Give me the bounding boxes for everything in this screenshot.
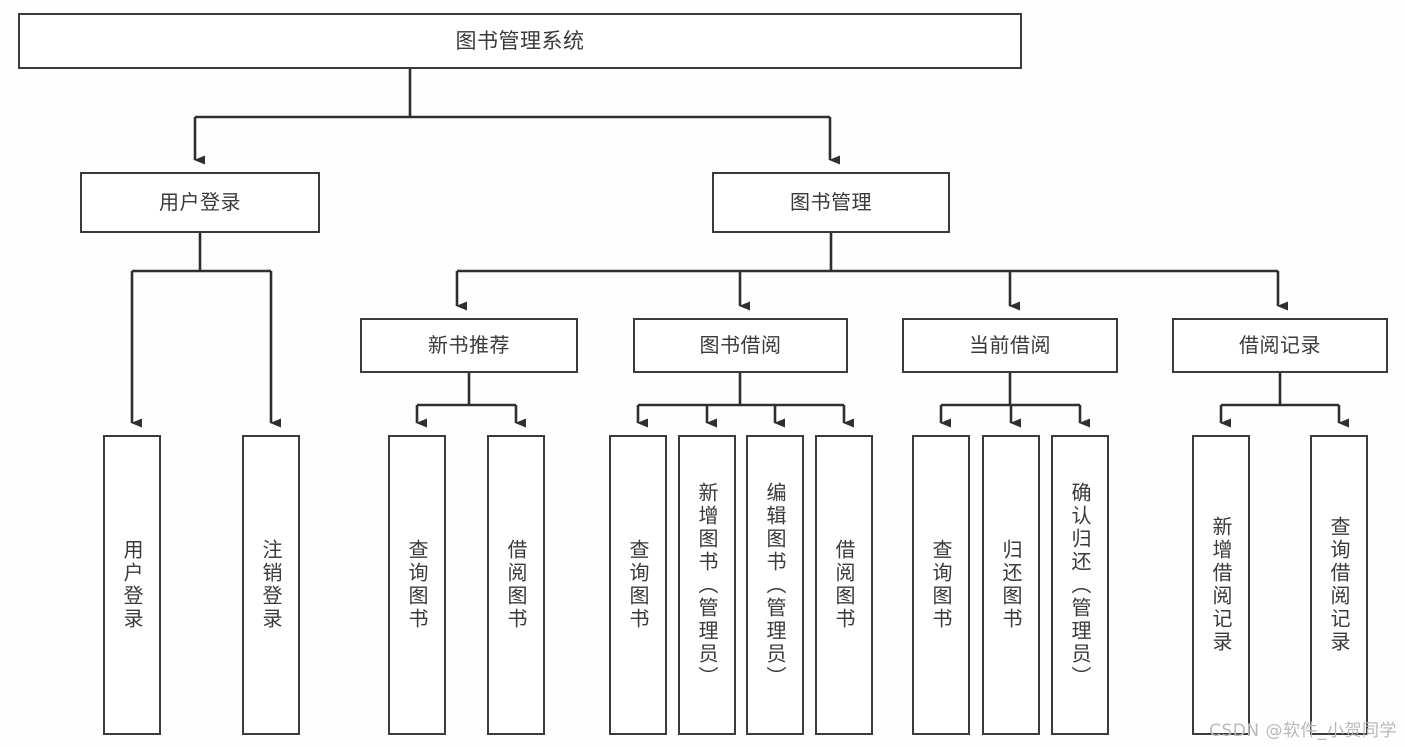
node-leaf-query-book-3[interactable]: 查询图书 xyxy=(912,435,970,735)
node-label: 图书借阅 xyxy=(699,333,782,357)
node-new-book-recommend[interactable]: 新书推荐 xyxy=(360,318,578,373)
node-leaf-add-book[interactable]: 新增图书（管理员） xyxy=(678,435,736,735)
node-label: 确认归还（管理员） xyxy=(1068,481,1092,689)
node-label: 归还图书 xyxy=(999,539,1023,631)
node-leaf-return-book[interactable]: 归还图书 xyxy=(982,435,1040,735)
node-label: 用户登录 xyxy=(159,190,241,214)
node-borrow-record[interactable]: 借阅记录 xyxy=(1172,318,1388,373)
node-label: 查询图书 xyxy=(929,539,953,631)
node-leaf-confirm-return[interactable]: 确认归还（管理员） xyxy=(1051,435,1109,735)
node-label: 借阅图书 xyxy=(832,539,856,631)
node-leaf-edit-book[interactable]: 编辑图书（管理员） xyxy=(746,435,804,735)
node-leaf-logout-login[interactable]: 注销登录 xyxy=(242,435,300,735)
node-label: 新书推荐 xyxy=(428,333,510,357)
node-user-login[interactable]: 用户登录 xyxy=(80,172,320,233)
node-leaf-query-borrow-record[interactable]: 查询借阅记录 xyxy=(1310,435,1368,735)
node-label: 注销登录 xyxy=(259,539,283,631)
node-leaf-user-login[interactable]: 用户登录 xyxy=(103,435,161,735)
node-leaf-query-book-1[interactable]: 查询图书 xyxy=(388,435,446,735)
node-leaf-add-borrow-record[interactable]: 新增借阅记录 xyxy=(1192,435,1250,735)
node-label: 查询借阅记录 xyxy=(1327,516,1351,654)
node-label: 借阅图书 xyxy=(504,539,528,631)
node-leaf-query-book-2[interactable]: 查询图书 xyxy=(609,435,667,735)
node-label: 借阅记录 xyxy=(1239,333,1321,357)
node-label: 新增借阅记录 xyxy=(1209,516,1233,654)
node-book-borrow[interactable]: 图书借阅 xyxy=(633,318,848,373)
node-label: 图书管理系统 xyxy=(455,28,585,53)
node-leaf-borrow-book-2[interactable]: 借阅图书 xyxy=(815,435,873,735)
node-label: 用户登录 xyxy=(120,539,144,631)
node-root-system[interactable]: 图书管理系统 xyxy=(18,13,1022,69)
node-label: 编辑图书（管理员） xyxy=(763,481,787,689)
watermark-text: CSDN @软件_小贺同学 xyxy=(1209,721,1397,741)
node-current-borrow[interactable]: 当前借阅 xyxy=(902,318,1118,373)
node-label: 查询图书 xyxy=(405,539,429,631)
node-label: 图书管理 xyxy=(790,190,872,214)
node-label: 新增图书（管理员） xyxy=(695,481,719,689)
node-leaf-borrow-book-1[interactable]: 借阅图书 xyxy=(487,435,545,735)
node-label: 当前借阅 xyxy=(969,333,1051,357)
node-book-manage[interactable]: 图书管理 xyxy=(712,172,950,233)
node-label: 查询图书 xyxy=(626,539,650,631)
